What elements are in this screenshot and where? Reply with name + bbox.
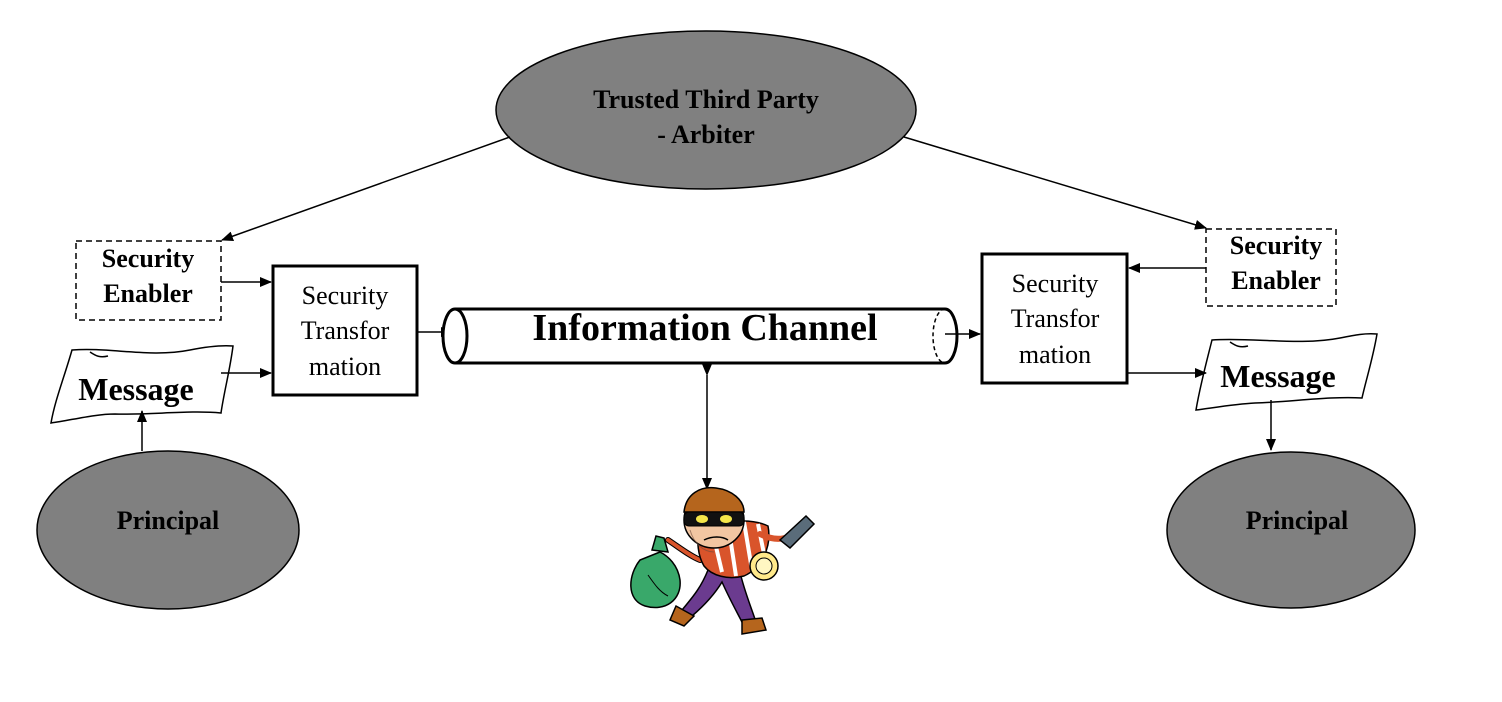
left-security-transformation: Security Transfor mation (271, 264, 419, 397)
ttp-to-left-enabler-arrow (221, 136, 511, 242)
burglar-icon (630, 486, 816, 635)
left-transformation-line2: Transfor (301, 316, 390, 345)
left-security-enabler: Security Enabler (75, 240, 222, 321)
left-enabler-line1: Security (102, 244, 194, 273)
right-transformation-line2: Transfor (1011, 304, 1100, 333)
left-principal-node: Principal (36, 450, 300, 610)
left-transformation-line1: Security (302, 281, 389, 310)
ttp-to-right-enabler-arrow (903, 136, 1207, 230)
ttp-label-line2: - Arbiter (657, 120, 754, 149)
right-security-enabler: Security Enabler (1205, 228, 1337, 307)
left-transformation-line3: mation (309, 352, 381, 381)
left-enabler-line2: Enabler (103, 279, 193, 308)
ttp-label-line1: Trusted Third Party (593, 85, 819, 114)
right-principal-label: Principal (1246, 506, 1349, 535)
right-enabler-line1: Security (1230, 231, 1322, 260)
right-security-transformation: Security Transfor mation (980, 252, 1129, 385)
right-enabler-line2: Enabler (1231, 266, 1321, 295)
left-message-label: Message (78, 371, 194, 407)
left-principal-label: Principal (117, 506, 220, 535)
right-principal-node: Principal (1166, 451, 1416, 609)
right-transformation-line3: mation (1019, 340, 1091, 369)
trusted-third-party-node: Trusted Third Party - Arbiter (495, 30, 917, 190)
left-message-scroll: Message (50, 345, 234, 424)
channel-label: Information Channel (532, 307, 877, 349)
right-message-label: Message (1220, 358, 1336, 394)
information-channel-pipe: Information Channel (441, 307, 959, 365)
right-message-scroll: Message (1195, 333, 1378, 411)
right-transformation-line1: Security (1012, 269, 1099, 298)
